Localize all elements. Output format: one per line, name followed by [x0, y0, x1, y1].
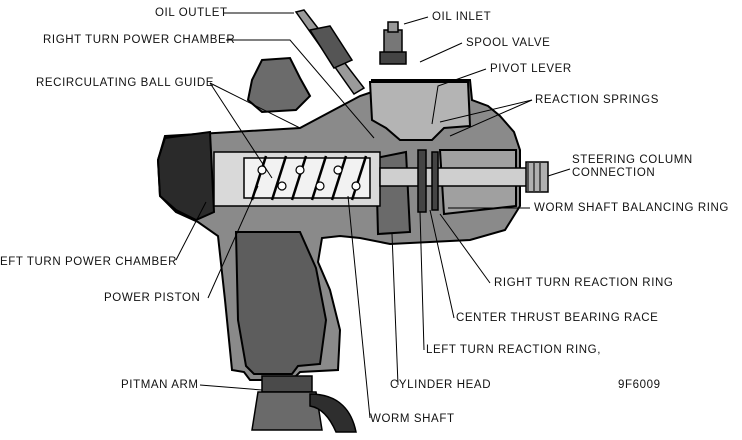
figure-id: 9F6009 — [618, 379, 661, 391]
gear-housing — [156, 56, 521, 381]
label-oil-inlet: OIL INLET — [432, 11, 492, 23]
leader-lines — [175, 12, 571, 419]
label-center-thrust-bearing-race: CENTER THRUST BEARING RACE — [456, 312, 659, 324]
label-left-turn-reaction-ring: LEFT TURN REACTION RING, — [426, 344, 601, 356]
label-right-turn-reaction-ring: RIGHT TURN REACTION RING — [494, 277, 674, 289]
label-right-turn-power-chamber: RIGHT TURN POWER CHAMBER — [43, 34, 236, 46]
worm-threads — [250, 155, 368, 201]
recirculating-balls — [257, 165, 361, 191]
label-steering-column-connection: STEERING COLUMN CONNECTION — [572, 154, 693, 179]
inner-bore — [213, 151, 381, 207]
label-cylinder-head: CYLINDER HEAD — [390, 379, 492, 391]
oil-inlet-fitting — [379, 21, 407, 65]
label-left-turn-power-chamber: EFT TURN POWER CHAMBER — [0, 256, 177, 268]
label-spool-valve: SPOOL VALVE — [466, 37, 551, 49]
label-pivot-lever: PIVOT LEVER — [490, 63, 572, 75]
pitman-arm — [251, 375, 357, 433]
label-recirculating-ball-guide: RECIRCULATING BALL GUIDE — [36, 77, 214, 89]
label-worm-shaft-balancing-ring: WORM SHAFT BALANCING RING — [534, 202, 729, 214]
label-pitman-arm: PITMAN ARM — [121, 379, 199, 391]
label-reaction-springs: REACTION SPRINGS — [535, 94, 659, 106]
label-worm-shaft: WORM SHAFT — [370, 413, 455, 425]
label-power-piston: POWER PISTON — [104, 292, 201, 304]
label-oil-outlet: OIL OUTLET — [155, 7, 228, 19]
oil-outlet-fitting — [294, 9, 366, 96]
reaction-rings — [417, 149, 439, 213]
